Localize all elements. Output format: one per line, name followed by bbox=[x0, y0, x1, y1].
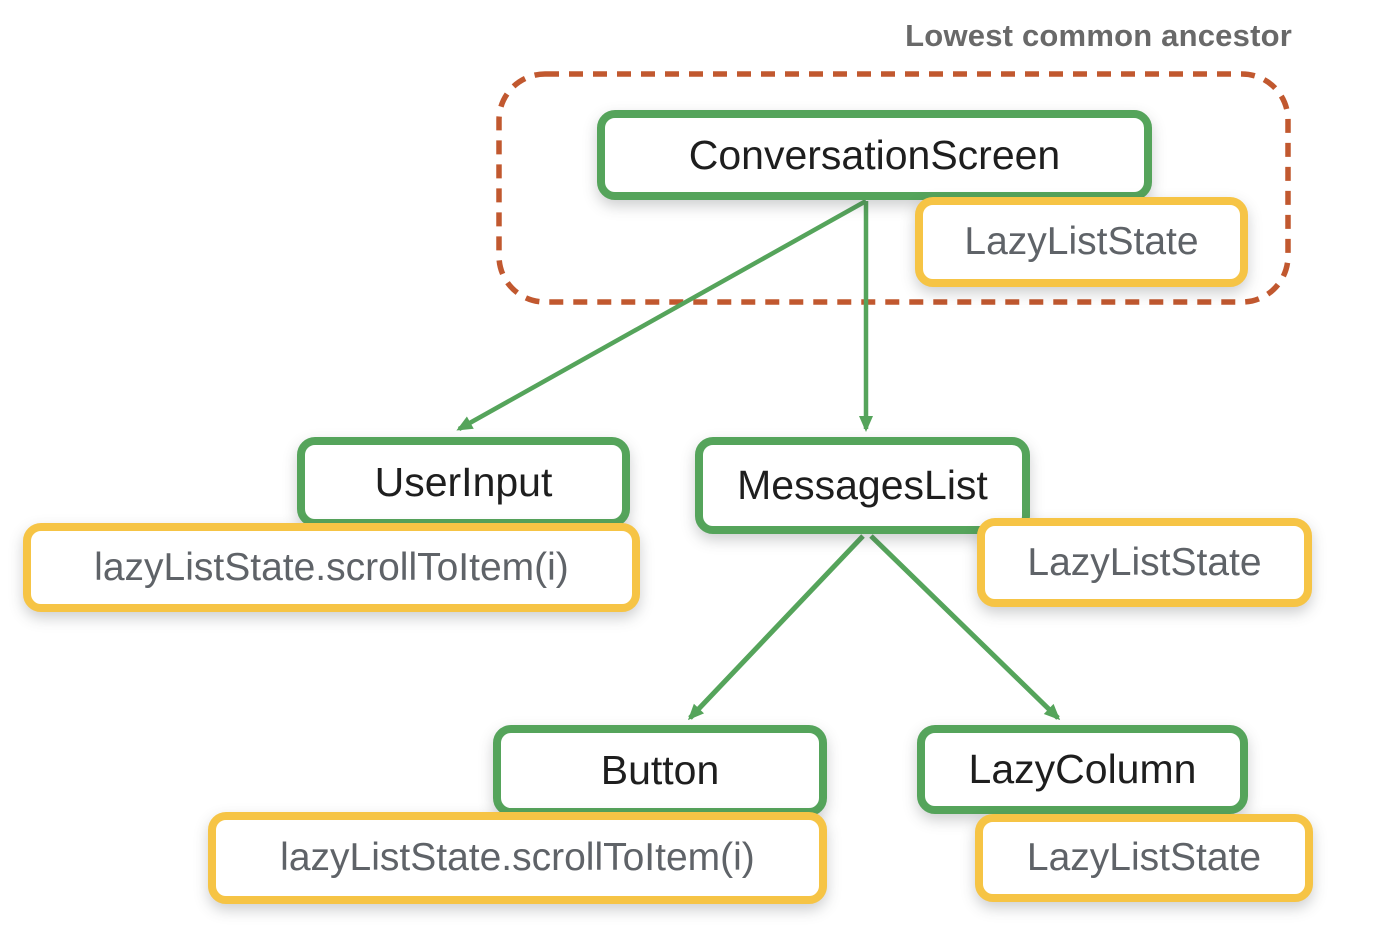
state-box-user-input: lazyListState.scrollToItem(i) bbox=[23, 523, 640, 612]
node-conversation-screen: ConversationScreen bbox=[597, 110, 1152, 200]
lca-annotation-label: Lowest common ancestor bbox=[905, 18, 1292, 53]
state-label: lazyListState.scrollToItem(i) bbox=[280, 836, 755, 879]
edge-messageslist-button bbox=[687, 534, 865, 721]
state-label: LazyListState bbox=[1027, 540, 1262, 584]
node-lazy-column: LazyColumn bbox=[917, 725, 1248, 814]
state-box-conversation-screen: LazyListState bbox=[915, 197, 1248, 287]
node-button: Button bbox=[493, 725, 827, 816]
state-label: LazyListState bbox=[1026, 836, 1262, 879]
state-box-lazy-column: LazyListState bbox=[975, 814, 1313, 902]
node-label: Button bbox=[600, 747, 720, 793]
edge-conversationscreen-userinput bbox=[456, 199, 868, 431]
state-label: LazyListState bbox=[964, 220, 1199, 263]
node-label: UserInput bbox=[374, 458, 553, 505]
state-label: lazyListState.scrollToItem(i) bbox=[94, 545, 569, 589]
state-box-messages-list: LazyListState bbox=[977, 518, 1312, 607]
node-messages-list: MessagesList bbox=[695, 437, 1030, 534]
lca-dashed-boundary bbox=[496, 71, 1291, 305]
node-label: MessagesList bbox=[737, 462, 988, 508]
edge-messageslist-lazycolumn bbox=[869, 534, 1061, 721]
node-user-input: UserInput bbox=[297, 437, 630, 527]
state-box-button: lazyListState.scrollToItem(i) bbox=[208, 812, 827, 904]
node-label: LazyColumn bbox=[968, 746, 1197, 792]
node-label: ConversationScreen bbox=[688, 131, 1061, 178]
